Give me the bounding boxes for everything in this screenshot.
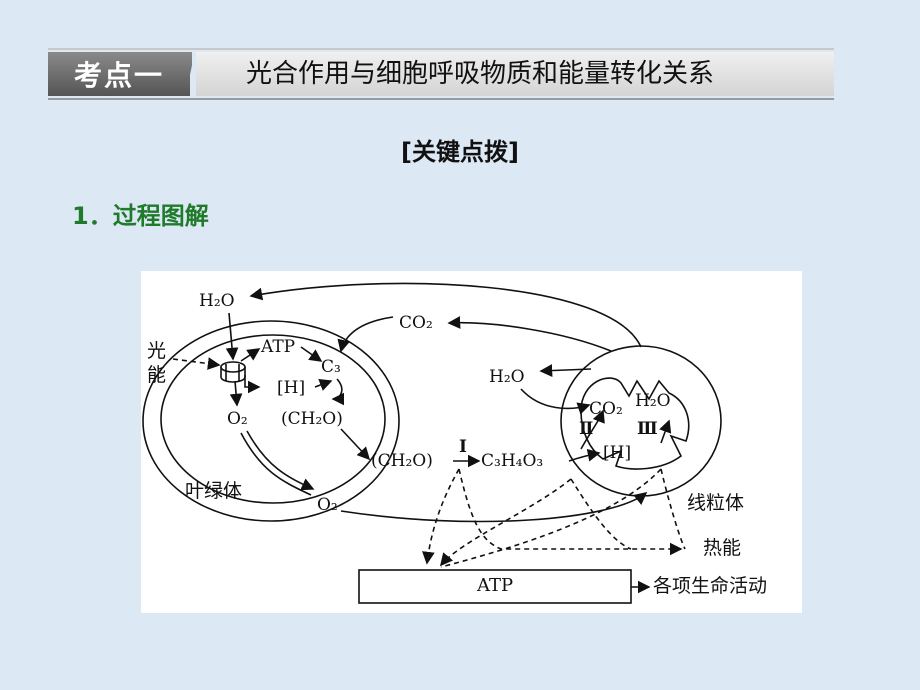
dash-mito-heat (570, 478, 632, 550)
dash-glycolysis-atp (422, 468, 460, 565)
chloroplast-outer (142, 320, 400, 522)
arrow-to-o2 (229, 380, 243, 407)
arrow-atp-c3 (300, 346, 323, 362)
arrow-h2o-return (249, 282, 642, 348)
label-atp-chloroplast: ATP (261, 337, 296, 357)
label-chloroplast: 叶绿体 (185, 480, 243, 502)
dash-mito-atp (439, 478, 572, 567)
label-ch2o-inner: (CH₂O) (281, 409, 343, 429)
dash-mito3-atp (440, 468, 662, 568)
label-stage-1: Ⅰ (459, 437, 467, 457)
arrow-o2-out-b (246, 430, 315, 491)
key-points-heading: [关键点拨] (401, 138, 519, 166)
label-o2-inner: O₂ (227, 409, 248, 429)
arrow-to-atp (240, 348, 261, 362)
arrow-o2-out-a (240, 432, 312, 496)
section-header: 考点一 光合作用与细胞呼吸物质和能量转化关系 (48, 48, 834, 100)
arrow-pyruvate-mito (568, 448, 601, 462)
dash-mito3-heat (660, 468, 686, 550)
header-rule-bottom (48, 98, 834, 100)
arrow-h2o-mid (539, 364, 592, 377)
label-h2o-mid: H₂O (489, 367, 525, 387)
label-light-2: 能 (147, 364, 167, 386)
arrow-h-c3 (314, 378, 333, 391)
label-c3: C₃ (321, 357, 341, 377)
section-title: 1．过程图解 (72, 202, 209, 230)
label-atp-box: ATP (477, 575, 514, 596)
arrow-co2-c3 (337, 316, 394, 353)
label-heat: 热能 (703, 537, 742, 559)
topic-badge: 考点一 (48, 52, 190, 96)
thylakoid-icon (220, 361, 246, 373)
arrow-o2-mito (340, 492, 648, 523)
label-co2-top: CO₂ (399, 313, 433, 333)
arrow-co2-return (447, 316, 612, 352)
process-diagram: H₂O 光 能 ATP C₃ [H] O₂ (CH₂O) 叶绿体 O₂ CO₂ … (141, 271, 802, 613)
label-stage-2: Ⅱ (579, 419, 594, 439)
arrow-to-h (244, 375, 261, 394)
header-rule-top (48, 48, 834, 50)
arrow-light (172, 357, 221, 370)
diagram-arrows (142, 282, 722, 604)
header-title-strip (196, 52, 834, 96)
label-c3h4o3: C₃H₄O₃ (481, 451, 544, 471)
arrow-c3-loop (331, 378, 345, 406)
label-h2o-top: H₂O (199, 291, 235, 311)
arrow-h2o-co2 (520, 388, 591, 415)
arrow-h2o-to-thylakoid (225, 312, 239, 361)
label-h2o-mito: H₂O (635, 391, 671, 411)
label-h-mito: [H] (603, 443, 632, 463)
arrow-ch2o-export (340, 428, 371, 461)
label-ch2o-cytoplasm: (CH₂O) (371, 451, 433, 471)
page-title: 光合作用与细胞呼吸物质和能量转化关系 (246, 59, 715, 89)
label-life-activities: 各项生命活动 (653, 575, 768, 597)
chloroplast-inner (160, 334, 386, 504)
arrow-pyruvate-co2 (580, 409, 605, 450)
badge-tail (170, 52, 192, 96)
label-stage-3: Ⅲ (637, 419, 658, 439)
label-o2-outer: O₂ (317, 495, 338, 515)
dash-glycolysis-heat (458, 468, 683, 556)
label-mitochondrion: 线粒体 (687, 492, 745, 514)
label-h-chloroplast: [H] (277, 378, 306, 398)
arrow-h-h2o (659, 419, 672, 444)
label-co2-mito: CO₂ (589, 399, 623, 419)
label-light-1: 光 (147, 340, 167, 362)
